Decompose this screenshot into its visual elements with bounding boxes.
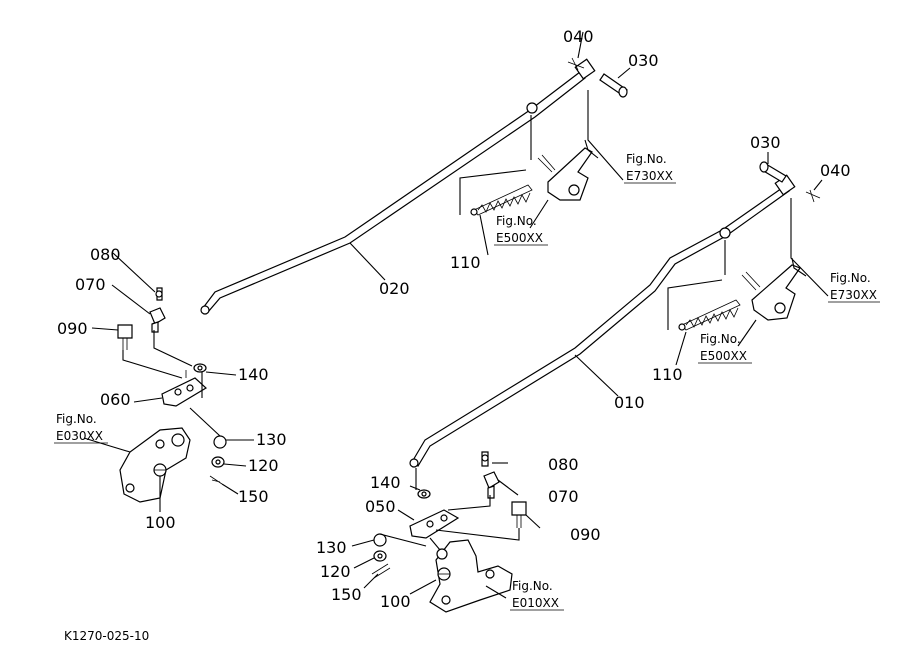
label-150-right: 150: [331, 585, 362, 604]
label-110-right: 110: [652, 365, 683, 384]
label-130-left: 130: [256, 430, 287, 449]
nut-100-right: [437, 567, 451, 581]
nut-070-left: [149, 307, 166, 333]
label-120-right: 120: [320, 562, 351, 581]
bolt-090-left: [117, 324, 133, 350]
pin-150-left: [209, 475, 223, 485]
label-040-left: 040: [563, 27, 594, 46]
label-090-right: 090: [570, 525, 601, 544]
lever-050: [409, 509, 460, 539]
right-assembly: [351, 152, 829, 613]
washer-140-right: [417, 489, 431, 499]
ref-e500-code-right: E500XX: [700, 349, 747, 363]
label-140-left: 140: [238, 365, 269, 384]
label-110-left: 110: [450, 253, 481, 272]
bolt-090-right: [511, 501, 527, 528]
clip-040-left: [567, 57, 585, 71]
label-100-right: 100: [380, 592, 411, 611]
ref-e730-title-right: Fig.No.: [830, 271, 871, 285]
label-080-right: 080: [548, 455, 579, 474]
clip-040-right: [805, 189, 821, 203]
washer-140-left: [193, 363, 207, 373]
label-050: 050: [365, 497, 396, 516]
collar-130-right: [373, 533, 387, 547]
base-e010-right: [429, 539, 513, 613]
label-060: 060: [100, 390, 131, 409]
pin-030-right: [759, 161, 787, 183]
drawing-code: K1270-025-10: [64, 629, 149, 643]
washer-120-right: [373, 550, 387, 562]
collar-130-left: [213, 435, 227, 449]
spring-110-right: [678, 299, 741, 331]
washer-120-left: [211, 456, 225, 468]
bracket-left-upper: [537, 139, 599, 201]
label-080-left: 080: [90, 245, 121, 264]
label-100-left: 100: [145, 513, 176, 532]
rod-020: [200, 58, 596, 315]
label-120-left: 120: [248, 456, 279, 475]
label-130-right: 130: [316, 538, 347, 557]
ref-e730-code-right: E730XX: [830, 288, 877, 302]
label-140-right: 140: [370, 473, 401, 492]
label-070-left: 070: [75, 275, 106, 294]
label-090-left: 090: [57, 319, 88, 338]
pin-150-right: [371, 563, 391, 579]
lever-060: [161, 370, 208, 407]
nut-100-left: [153, 463, 167, 477]
nut-070-right: [483, 471, 500, 499]
label-040-right: 040: [820, 161, 851, 180]
ref-e730-code-left: E730XX: [626, 169, 673, 183]
ref-e030-title: Fig.No.: [56, 412, 97, 426]
ref-e500-code-left: E500XX: [496, 231, 543, 245]
label-150-left: 150: [238, 487, 269, 506]
label-030-left: 030: [628, 51, 659, 70]
label-020: 020: [379, 279, 410, 298]
ref-e010-title: Fig.No.: [512, 579, 553, 593]
label-070-right: 070: [548, 487, 579, 506]
ref-e730-title-left: Fig.No.: [626, 152, 667, 166]
bracket-right-upper: [741, 257, 807, 321]
left-assembly: [83, 31, 631, 512]
spring-110-left: [470, 184, 533, 216]
ref-e500-title-left: Fig.No.: [496, 214, 537, 228]
label-010: 010: [614, 393, 645, 412]
pin-030-left: [599, 73, 628, 98]
ref-e500-title-right: Fig.No.: [700, 332, 741, 346]
bolt-080-left: [155, 287, 163, 301]
label-030-right: 030: [750, 133, 781, 152]
rod-010: [409, 174, 796, 468]
ref-e010-code: E010XX: [512, 596, 559, 610]
bolt-080-right: [481, 451, 489, 467]
ref-e030-code: E030XX: [56, 429, 103, 443]
base-e030-left: [119, 427, 191, 503]
